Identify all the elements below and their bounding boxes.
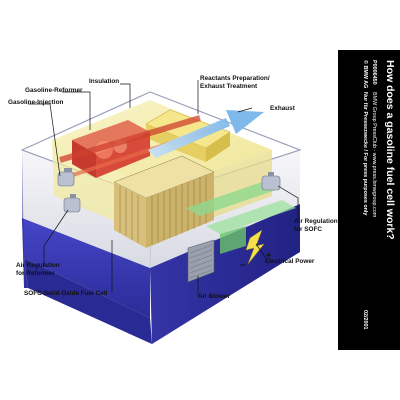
air-blower-grille	[187, 239, 215, 283]
housing-left-wall	[22, 150, 28, 288]
plus-sign: +	[266, 250, 271, 260]
sofc-stack	[113, 155, 215, 248]
label-air-regulation-reformer-line1: Air Regulation	[16, 262, 60, 269]
info-side-panel: How does a gasoline fuel cell work? P000…	[338, 50, 400, 350]
label-electrical-power: Electrical Power	[265, 258, 315, 265]
label-air-regulation-reformer: Air Regulation for Reformer	[16, 262, 60, 277]
side-panel-copyright-line2: Nur für Pressezwecke / For press purpose…	[362, 92, 368, 216]
label-insulation: Insulation	[89, 78, 120, 85]
label-gasoline-injection: Gasoline-Injection	[8, 99, 64, 106]
side-panel-ref-line2: BMW Group PressClub - www.press.bmwgroup…	[371, 92, 377, 218]
exhaust-flow-arrow	[148, 110, 264, 158]
label-air-blower: Air Blower	[198, 293, 230, 300]
label-air-regulation-sofc-line2: for SOFC	[294, 225, 323, 233]
label-exhaust: Exhaust	[270, 105, 295, 112]
side-panel-title: How does a gasoline fuel cell work?	[384, 60, 396, 240]
leader-lines	[28, 80, 299, 296]
side-panel-copyright-line1: © BMW AG	[362, 60, 368, 89]
housing-right-wall	[150, 204, 300, 344]
label-air-regulation-sofc: Air Regulation for SOFC	[294, 218, 338, 233]
housing-front-wall-lower	[24, 258, 152, 344]
electrical-power-terminal	[245, 229, 265, 265]
label-air-regulation-reformer-line2: for Reformer	[16, 269, 55, 277]
label-reactants-preparation-line1: Reactants Preparation/	[200, 75, 270, 82]
label-sofc: SOFC-Solid Oxide Fuel Cell	[24, 290, 108, 297]
air-flow-path	[186, 182, 296, 254]
minus-sign: −	[240, 260, 245, 270]
label-air-regulation-sofc-line1: Air Regulation	[294, 218, 338, 225]
label-gasoline-reformer: Gasoline-Reformer	[25, 87, 83, 94]
label-reactants-preparation: Reactants Preparation/ Exhaust Treatment	[200, 75, 270, 90]
housing-front-wall	[22, 218, 150, 318]
gasoline-injection-valve	[57, 168, 75, 187]
side-panel-date: 02/2001	[362, 310, 368, 330]
air-regulation-sofc-valve	[261, 172, 281, 191]
label-reactants-preparation-line2: Exhaust Treatment	[200, 82, 258, 90]
side-panel-ref-line1: P0006450	[371, 60, 377, 85]
air-regulation-reformer-valve	[63, 194, 81, 213]
